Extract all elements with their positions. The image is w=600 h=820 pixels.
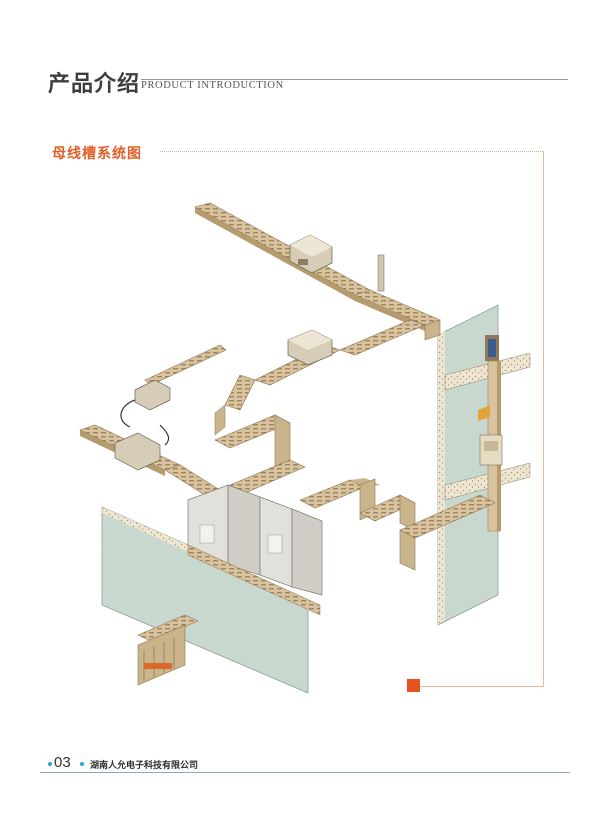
left-busway-run xyxy=(79,344,227,496)
right-wall-shaft xyxy=(437,304,531,626)
section-dotted-rule xyxy=(160,151,543,152)
page-title: 产品介绍 xyxy=(48,72,141,97)
page-subtitle: PRODUCT INTRODUCTION xyxy=(141,80,284,91)
section-title: 母线槽系统图 xyxy=(52,146,142,162)
plug-in-box-upper xyxy=(289,234,385,292)
footer-dot-left xyxy=(48,762,52,766)
busway-system-diagram xyxy=(79,202,531,694)
vertical-riser xyxy=(478,360,503,532)
footer-rule xyxy=(40,772,570,773)
footer-dot-right xyxy=(80,762,84,766)
upper-busway-run xyxy=(194,202,441,436)
section-frame-horizontal xyxy=(420,686,544,687)
front-wall xyxy=(101,506,321,694)
switchgear-cabinets xyxy=(187,484,323,596)
page-header: 产品介绍 PRODUCT INTRODUCTION xyxy=(48,66,568,97)
header-rule xyxy=(141,79,568,80)
page-number: 03 xyxy=(54,754,71,771)
section-frame-vertical xyxy=(543,151,544,686)
center-busway-loop xyxy=(214,414,496,571)
lower-left-busway xyxy=(137,614,199,686)
company-name: 湖南人允电子科技有限公司 xyxy=(90,761,199,771)
corner-square-marker xyxy=(407,679,420,692)
plug-in-box-middle xyxy=(287,329,333,366)
page-footer: 03 湖南人允电子科技有限公司 xyxy=(40,752,570,776)
